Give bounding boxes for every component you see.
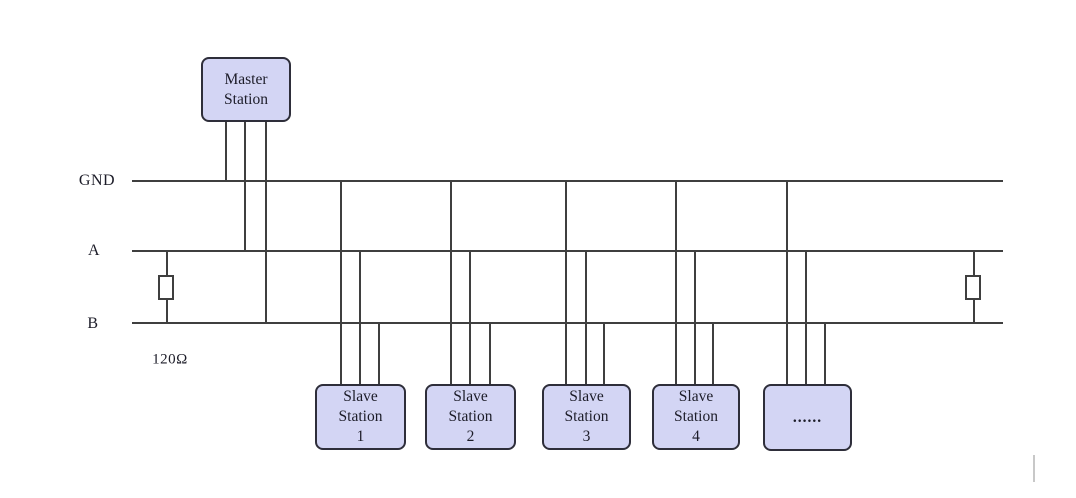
- slave-station-2-box: Slave Station 2: [425, 384, 516, 450]
- master-station-label-line2: Station: [224, 90, 268, 108]
- slave1-b-wire: [378, 323, 380, 384]
- slave3-a-wire: [585, 251, 587, 384]
- ellipsis-station-box: ......: [763, 384, 852, 451]
- slave4-label-line1: Slave: [678, 388, 714, 405]
- slave-station-3-box: Slave Station 3: [542, 384, 631, 450]
- slave4-a-wire: [694, 251, 696, 384]
- slave2-a-wire: [469, 251, 471, 384]
- gnd-bus-label: GND: [78, 172, 116, 189]
- slave1-label-line3: 1: [356, 428, 365, 445]
- slave2-b-wire: [489, 323, 491, 384]
- ellipsis-a-wire: [805, 251, 807, 384]
- right-termination-resistor: [965, 275, 981, 300]
- slave-station-4-box: Slave Station 4: [652, 384, 740, 450]
- ellipsis-label: ......: [792, 408, 823, 426]
- b-bus-label: B: [87, 315, 99, 332]
- ellipsis-gnd-wire: [786, 181, 788, 384]
- slave4-gnd-wire: [675, 181, 677, 384]
- slave1-label-line1: Slave: [343, 388, 378, 405]
- master-station-box: Master Station: [201, 57, 291, 122]
- slave2-label-line3: 2: [466, 428, 475, 445]
- slave3-label-line3: 3: [582, 428, 591, 445]
- slave3-label-line2: Station: [564, 408, 609, 425]
- slave3-label-line1: Slave: [569, 388, 604, 405]
- a-bus-line: [132, 250, 1003, 252]
- slave1-gnd-wire: [340, 181, 342, 384]
- master-a-wire: [244, 121, 246, 251]
- slave-station-1-box: Slave Station 1: [315, 384, 406, 450]
- slave2-gnd-wire: [450, 181, 452, 384]
- master-b-wire: [265, 121, 267, 323]
- slave4-label-line3: 4: [692, 428, 700, 445]
- slave1-label-line2: Station: [338, 408, 383, 425]
- slave4-label-line2: Station: [674, 408, 718, 425]
- stray-cursor-line: [1033, 455, 1035, 482]
- slave4-b-wire: [712, 323, 714, 384]
- gnd-bus-line: [132, 180, 1003, 182]
- slave1-a-wire: [359, 251, 361, 384]
- a-bus-label: A: [87, 242, 101, 259]
- master-gnd-wire: [225, 121, 227, 181]
- master-station-label-line1: Master: [224, 70, 268, 88]
- b-bus-line: [132, 322, 1003, 324]
- slave3-gnd-wire: [565, 181, 567, 384]
- ellipsis-b-wire: [824, 323, 826, 384]
- slave2-label-line1: Slave: [453, 388, 488, 405]
- slave3-b-wire: [603, 323, 605, 384]
- termination-resistor-label: 120Ω: [152, 351, 188, 368]
- slave2-label-line2: Station: [448, 408, 493, 425]
- left-termination-resistor: [158, 275, 174, 300]
